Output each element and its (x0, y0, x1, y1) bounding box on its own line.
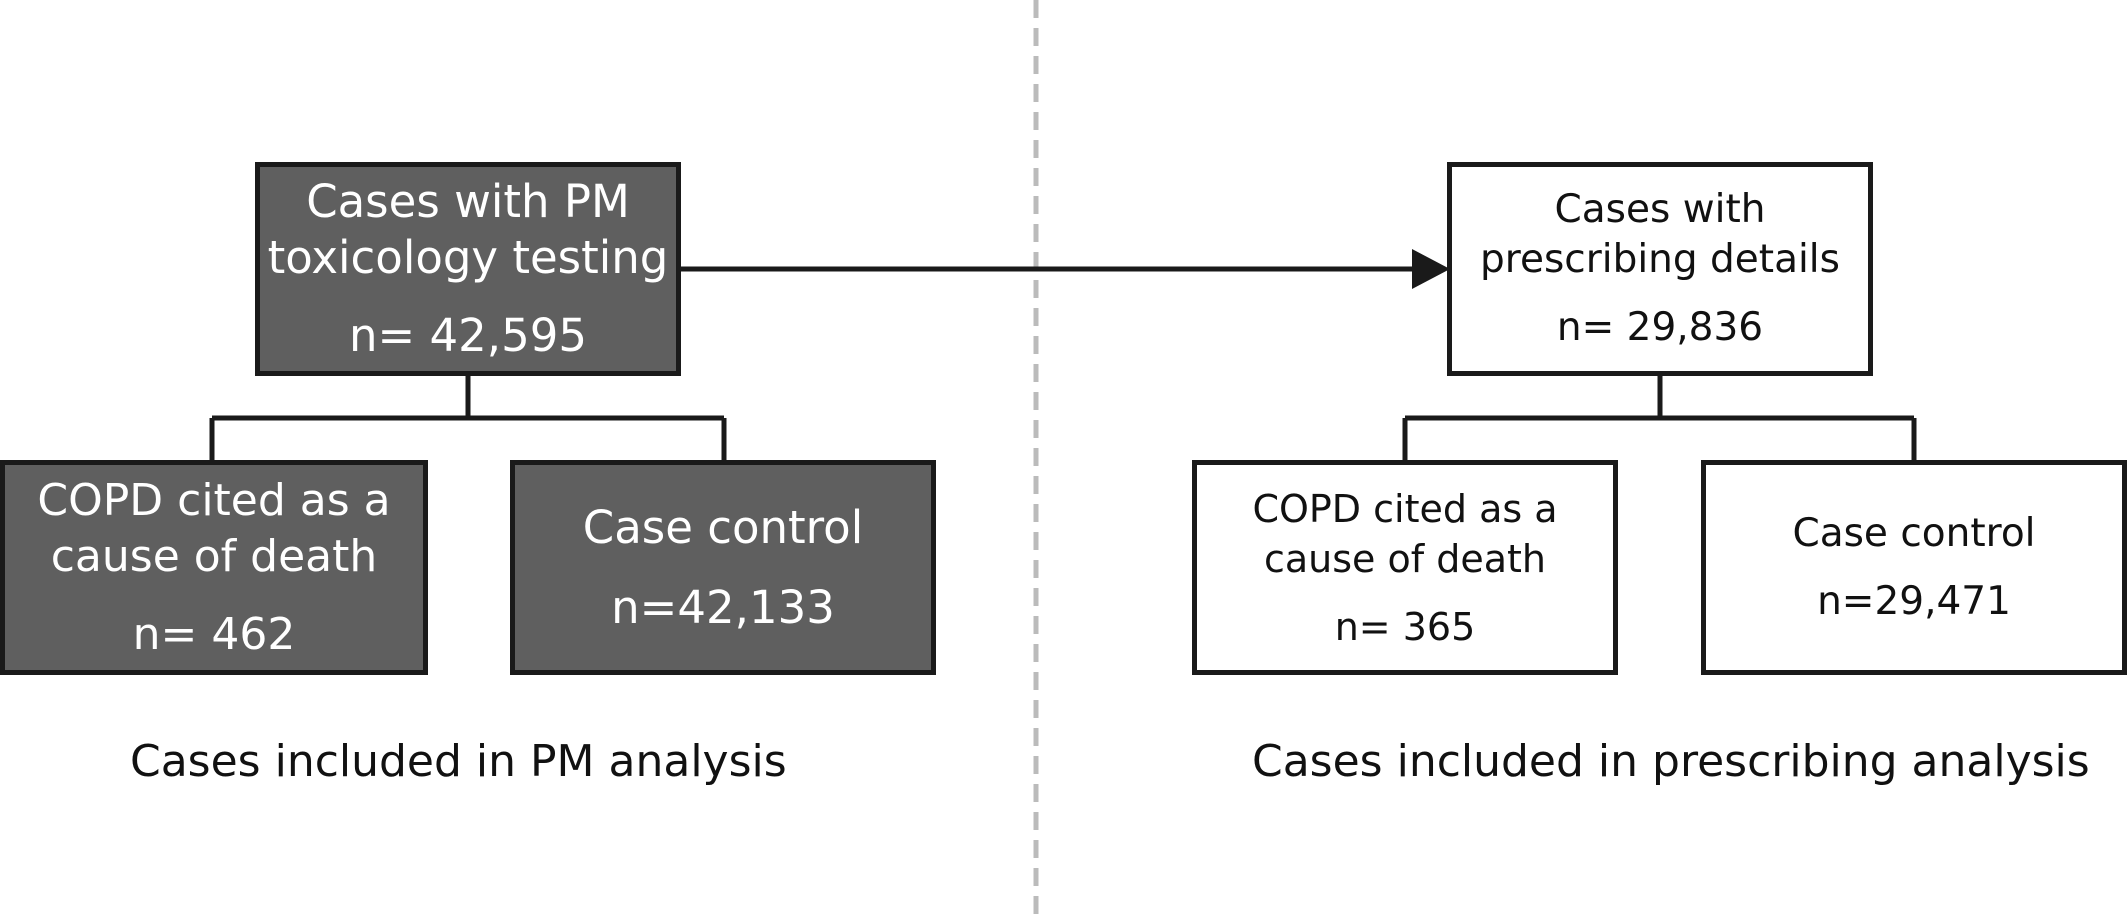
prescribing-copd-label-line1: COPD cited as a (1252, 486, 1558, 531)
pm-control-count: n=42,133 (611, 580, 835, 634)
right-tree-connector (1402, 376, 1917, 460)
pm-toxicology-count: n= 42,595 (349, 309, 587, 362)
pm-toxicology-box: Cases with PM toxicology testing n= 42,5… (255, 162, 681, 376)
prescribing-details-label-line1: Cases with (1554, 187, 1766, 232)
prescribing-analysis-caption: Cases included in prescribing analysis (1252, 736, 2090, 787)
prescribing-details-label-line2: prescribing details (1480, 237, 1840, 282)
pm-toxicology-label-line1: Cases with PM (306, 175, 630, 228)
left-tree-connector (209, 376, 727, 460)
pm-control-box: Case control n=42,133 (510, 460, 936, 675)
pm-copd-label-line1: COPD cited as a (37, 474, 391, 526)
pm-copd-count: n= 462 (132, 608, 296, 660)
prescribing-control-label: Case control (1792, 510, 2036, 556)
prescribing-copd-box: COPD cited as a cause of death n= 365 (1192, 460, 1618, 675)
flow-arrow-head (1412, 249, 1450, 289)
prescribing-details-box: Cases with prescribing details n= 29,836 (1447, 162, 1873, 376)
prescribing-details-count: n= 29,836 (1556, 305, 1764, 350)
prescribing-control-count: n=29,471 (1817, 578, 2011, 624)
pm-copd-label-line2: cause of death (50, 530, 378, 582)
pm-control-label: Case control (582, 500, 864, 554)
prescribing-copd-label-line2: cause of death (1264, 536, 1546, 581)
pm-analysis-caption: Cases included in PM analysis (130, 736, 787, 787)
prescribing-control-box: Case control n=29,471 (1701, 460, 2127, 675)
pm-copd-box: COPD cited as a cause of death n= 462 (0, 460, 428, 675)
pm-toxicology-label-line2: toxicology testing (267, 231, 669, 284)
prescribing-copd-count: n= 365 (1334, 604, 1476, 649)
